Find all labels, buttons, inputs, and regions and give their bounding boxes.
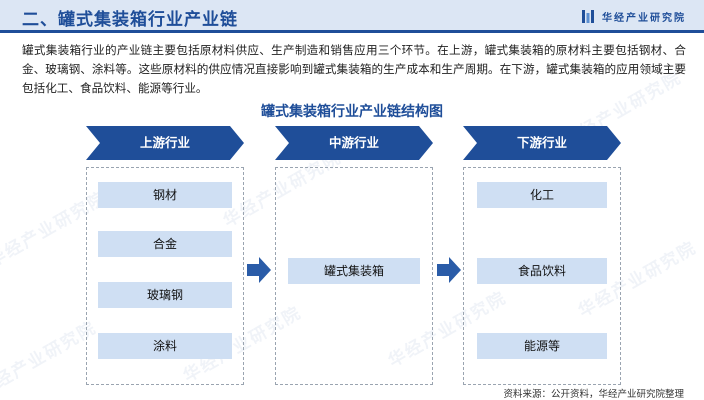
stage-label: 中游行业 — [328, 136, 379, 150]
chevron-shape — [86, 126, 244, 160]
stage-header-upstream: 上游行业 — [86, 126, 244, 160]
chevron-shape — [463, 126, 621, 160]
upstream-item: 玻璃钢 — [98, 282, 232, 308]
stage-label: 下游行业 — [516, 136, 567, 150]
intro-paragraph: 罐式集装箱行业的产业链主要包括原材料供应、生产制造和销售应用三个环节。在上游，罐… — [22, 44, 686, 95]
diagram-title: 罐式集装箱行业产业链结构图 — [261, 103, 443, 119]
hj-logo-icon — [582, 10, 594, 23]
upstream-panel — [86, 167, 244, 385]
upstream-item: 涂料 — [98, 333, 232, 359]
downstream-panel — [463, 167, 621, 385]
section-header: 二、罐式集装箱行业产业链 华经产业研究院 — [0, 0, 704, 34]
midstream-panel — [275, 167, 433, 385]
source-note: 资料来源：公开资料，华经产业研究院整理 — [503, 389, 684, 400]
brand: 华经产业研究院 — [582, 9, 686, 24]
header-underline — [0, 30, 704, 33]
stage-label: 上游行业 — [139, 136, 190, 150]
midstream-item: 罐式集装箱 — [288, 258, 420, 284]
downstream-item: 能源等 — [477, 333, 607, 359]
upstream-item: 钢材 — [98, 182, 232, 208]
downstream-item: 化工 — [477, 182, 607, 208]
chevron-shape — [275, 126, 433, 160]
brand-name: 华经产业研究院 — [602, 13, 686, 24]
upstream-item: 合金 — [98, 231, 232, 257]
section-title: 二、罐式集装箱行业产业链 — [22, 10, 238, 29]
downstream-item: 食品饮料 — [477, 258, 607, 284]
stage-header-midstream: 中游行业 — [275, 126, 433, 160]
flow-arrow-icon — [247, 257, 271, 283]
stage-header-downstream: 下游行业 — [463, 126, 621, 160]
flow-arrow-icon — [437, 257, 461, 283]
